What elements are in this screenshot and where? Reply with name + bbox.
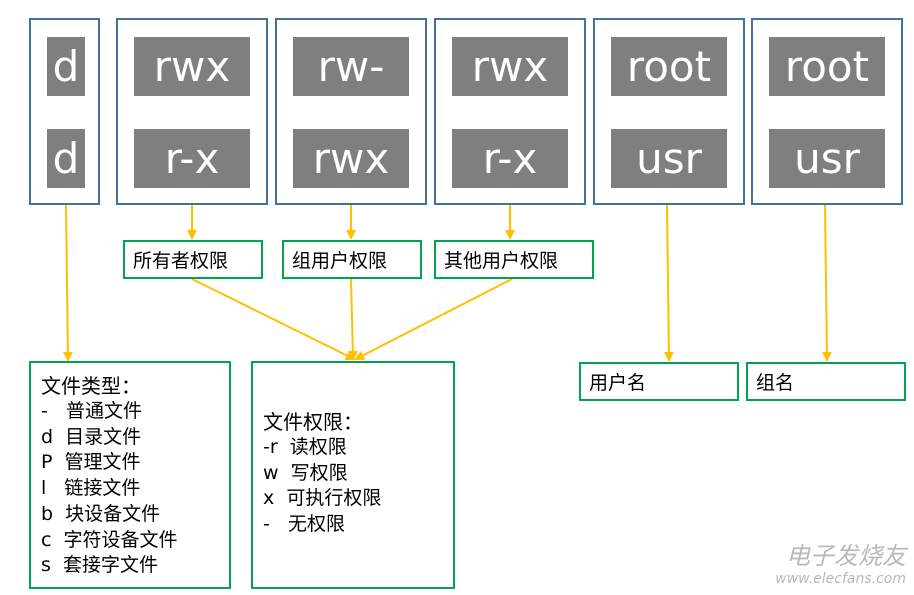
type-cell-top: d [47, 37, 85, 96]
arrow-user [663, 204, 674, 362]
file-type-line: c 字符设备文件 [41, 528, 178, 551]
watermark-logo: 电子发烧友 [786, 542, 906, 570]
group-cell-bottom: rwx [293, 129, 409, 188]
arrow-group-perm [347, 278, 358, 361]
type-column: d d [29, 18, 100, 205]
file-type-title: 文件类型： [41, 374, 141, 398]
arrow-type [62, 204, 73, 362]
file-permission-box: 文件权限： -r 读权限 w 写权限 x 可执行权限 - 无权限 [251, 361, 455, 589]
user-name-label: 用户名 [579, 362, 739, 401]
file-type-line: P 管理文件 [41, 451, 141, 474]
user-cell-bottom: usr [611, 129, 727, 188]
arrow-owner-perm [191, 278, 356, 360]
file-permission-line: w 写权限 [263, 461, 348, 484]
file-permission-line: - 无权限 [263, 513, 345, 536]
file-type-box: 文件类型： - 普通文件 d 目录文件 P 管理文件 l 链接文件 b 块设备文… [29, 361, 231, 589]
groupname-column: root usr [751, 18, 903, 205]
file-permission-line: -r 读权限 [263, 436, 347, 458]
user-cell-top: root [611, 37, 727, 96]
group-permission-label: 组用户权限 [282, 240, 422, 279]
group-column: rw- rwx [275, 18, 427, 205]
other-column: rwx r-x [434, 18, 586, 205]
other-cell-top: rwx [452, 37, 568, 96]
other-permission-label: 其他用户权限 [434, 240, 594, 279]
file-type-line: b 块设备文件 [41, 502, 161, 525]
watermark: 电子发烧友 www.elecfans.com [775, 536, 906, 587]
group-cell-top: rw- [293, 37, 409, 96]
watermark-url: www.elecfans.com [775, 571, 906, 587]
file-permission-line: x 可执行权限 [263, 487, 382, 510]
file-type-line: - 普通文件 [41, 400, 142, 422]
owner-column: rwx r-x [116, 18, 268, 205]
file-type-line: l 链接文件 [41, 477, 141, 500]
user-column: root usr [593, 18, 745, 205]
arrow-other-perm [354, 278, 513, 360]
owner-cell-top: rwx [134, 37, 250, 96]
other-cell-bottom: r-x [452, 129, 568, 188]
owner-permission-label: 所有者权限 [123, 240, 263, 279]
owner-cell-bottom: r-x [134, 129, 250, 188]
groupname-cell-top: root [769, 37, 885, 96]
file-permission-title: 文件权限： [263, 410, 363, 434]
groupname-cell-bottom: usr [769, 129, 885, 188]
type-cell-bottom: d [47, 129, 85, 188]
file-type-line: d 目录文件 [41, 425, 142, 448]
group-name-label: 组名 [746, 362, 906, 401]
file-type-line: s 套接字文件 [41, 554, 158, 577]
arrow-groupname [821, 204, 832, 362]
